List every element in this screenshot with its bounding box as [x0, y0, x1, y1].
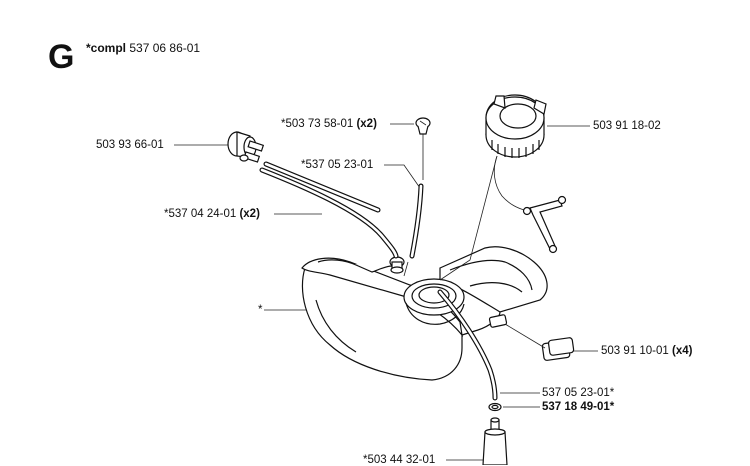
label-tank: * [258, 304, 262, 316]
label-damper: 503 91 10-01 (x4) [601, 345, 692, 357]
fuel-filter [482, 417, 508, 465]
label-hose-top-number: *537 05 23-01 [301, 159, 374, 171]
hose-top [403, 134, 424, 277]
label-hose-bottom-number: 537 05 23-01* [542, 387, 615, 399]
label-filter-number: *503 44 32-01 [363, 454, 436, 466]
hose-pair [259, 161, 399, 259]
label-tank-number: * [258, 304, 263, 316]
fuel-tank [301, 246, 548, 381]
compl-number: 537 06 86-01 [129, 41, 201, 55]
label-damper-qty: (x4) [671, 345, 693, 357]
screw [415, 117, 431, 135]
label-screw-qty: (x2) [356, 118, 377, 130]
damper [488, 314, 575, 361]
leader-lines [174, 123, 598, 461]
label-hose-pair: *537 04 24-01 (x2) [164, 208, 260, 220]
label-hose-top: *537 05 23-01 [301, 159, 373, 171]
label-cap: 503 91 18-02 [593, 120, 661, 132]
label-ring: 537 18 49-01* [542, 401, 614, 413]
label-filter: *503 44 32-01 [363, 454, 435, 466]
label-hose-pair-qty: (x2) [239, 208, 260, 220]
hose-connector [227, 131, 265, 163]
label-connector-number: 503 93 66-01 [96, 139, 164, 151]
label-connector: 503 93 66-01 [96, 139, 164, 151]
label-cap-number: 503 91 18-02 [593, 120, 661, 132]
o-ring [488, 402, 502, 412]
compl-prefix: *compl [86, 41, 127, 55]
fuel-cap [439, 94, 567, 281]
label-ring-number: 537 18 49-01* [542, 401, 615, 413]
label-screw-number: *503 73 58-01 [281, 118, 357, 130]
grommet [389, 256, 405, 274]
label-hose-bottom: 537 05 23-01* [542, 387, 614, 399]
section-letter: G [48, 38, 75, 76]
label-screw: *503 73 58-01 (x2) [281, 118, 377, 130]
hose-bottom [437, 289, 498, 401]
compl-caption: *compl 537 06 86-01 [86, 41, 200, 55]
label-hose-pair-number: *537 04 24-01 [164, 208, 240, 220]
label-damper-number: 503 91 10-01 [601, 345, 672, 357]
